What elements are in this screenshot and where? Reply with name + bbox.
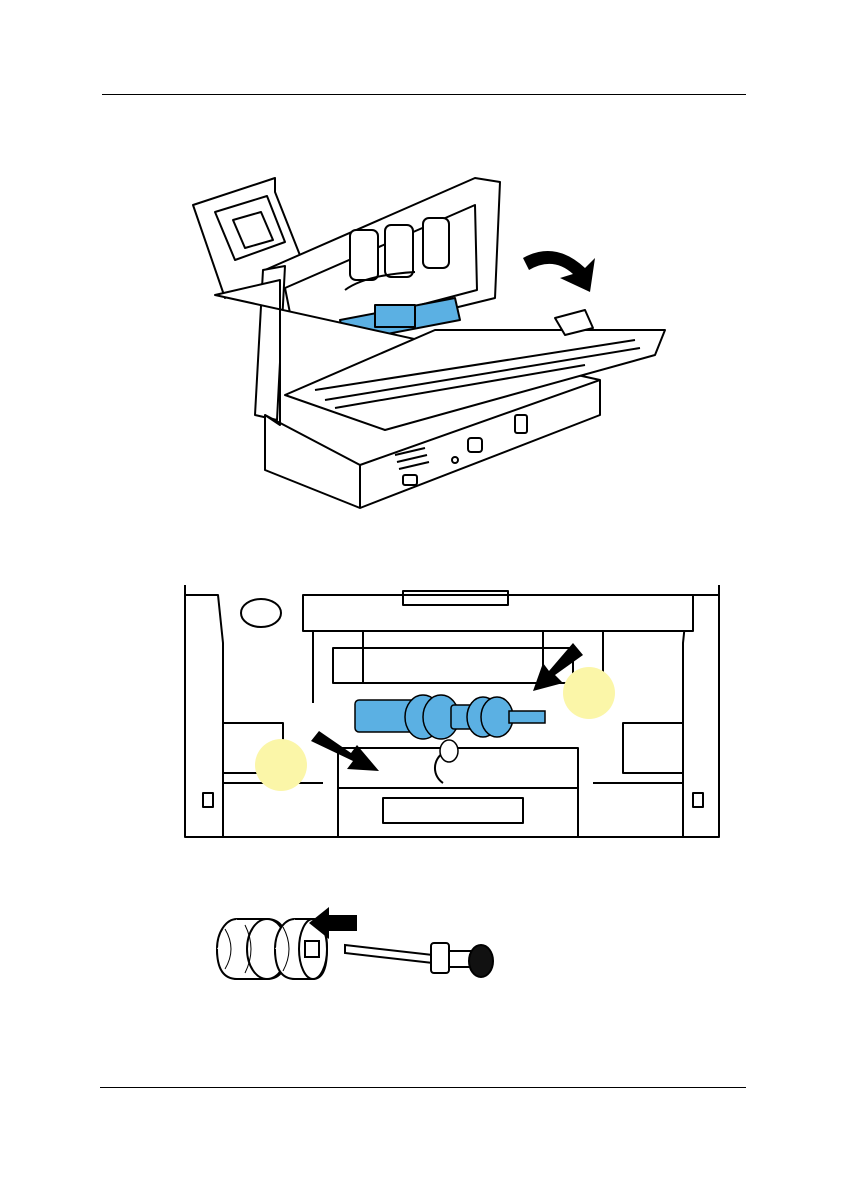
header-rule (102, 94, 746, 95)
roller-closeup-figure (183, 583, 721, 839)
marker-left (255, 739, 307, 791)
scanner-adf-open-illustration (185, 170, 670, 515)
rotate-arrow-icon (523, 251, 595, 292)
marker-right (563, 667, 615, 719)
adf-roller-closeup-illustration (183, 583, 721, 839)
roller-shaft-figure (205, 905, 510, 987)
footer-rule (100, 1087, 746, 1088)
scanner-open-figure (185, 170, 670, 515)
roller-and-shaft-illustration (205, 905, 510, 987)
